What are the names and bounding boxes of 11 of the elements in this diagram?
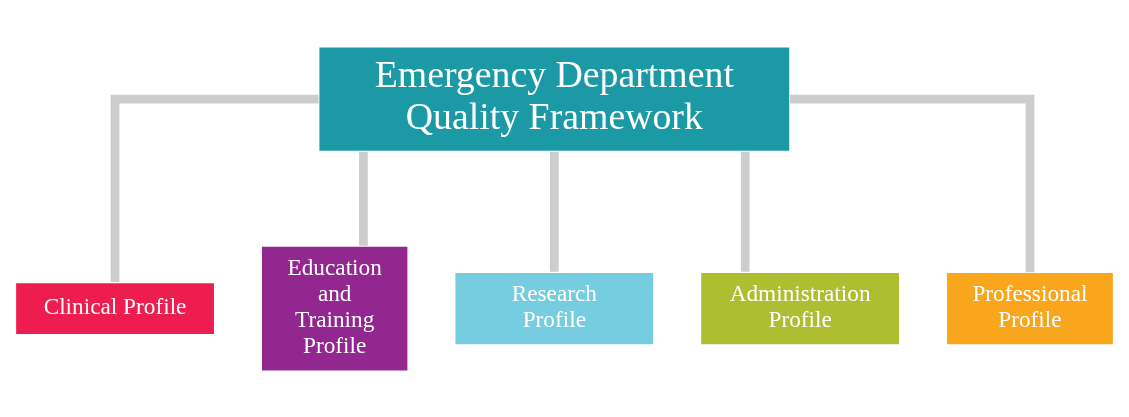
node-box: Clinical Profile xyxy=(14,281,216,336)
connector xyxy=(110,94,319,282)
connector xyxy=(549,151,559,272)
connector xyxy=(790,94,1035,272)
node-box: Emergency Department Quality Framework xyxy=(317,45,791,152)
node-box: Administration Profile xyxy=(699,271,901,346)
connector xyxy=(359,151,368,246)
node-box: Professional Profile xyxy=(945,271,1115,346)
node-box: Research Profile xyxy=(453,271,655,346)
node-box: Education and Training Profile xyxy=(260,244,409,372)
connector xyxy=(740,151,750,272)
